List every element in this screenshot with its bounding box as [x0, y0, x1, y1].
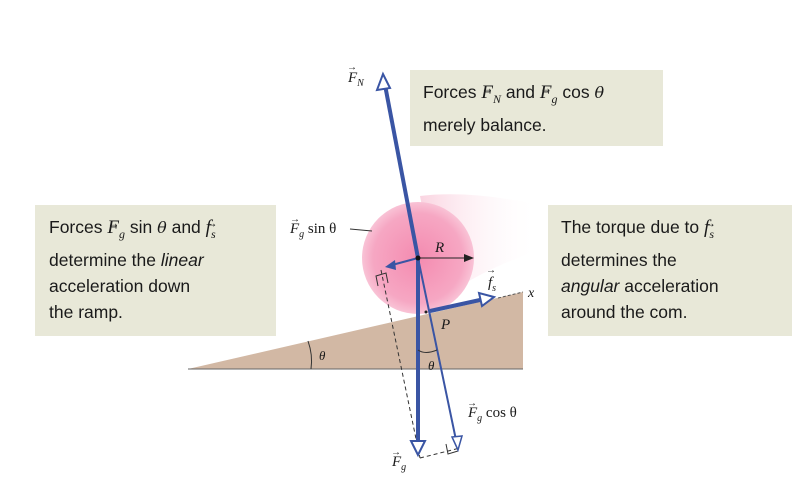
fs-arrow-shaft	[429, 298, 481, 313]
fs-label-arrow: →	[486, 265, 496, 276]
fn-label: FN	[347, 70, 365, 89]
fs-symbol: →fs	[704, 216, 716, 241]
note-top-line1: Forces →FN and →Fg cos θ	[423, 81, 605, 106]
fg-sin-label-arrow: →	[290, 214, 300, 225]
force-angle-arc	[417, 349, 438, 353]
fg-arrowhead	[409, 440, 427, 458]
fg-sin-arrowhead	[385, 260, 396, 270]
ramp	[188, 292, 523, 369]
fn-symbol: →FN	[481, 81, 501, 106]
fn-arrowhead	[375, 71, 392, 92]
fn-arrow-shaft	[383, 84, 420, 259]
fg-label-arrow: →	[391, 447, 401, 458]
fg-cos-arrowhead	[450, 435, 464, 453]
contact-point	[424, 310, 428, 314]
note-top-line2: merely balance.	[423, 114, 547, 135]
force-angle-label: θ	[428, 358, 435, 373]
note-right-line2: determines the	[561, 249, 677, 270]
note-right-line4: around the com.	[561, 301, 688, 322]
note-left-line3: acceleration down	[49, 275, 191, 296]
x-axis-line	[497, 291, 524, 299]
contact-point-label: P	[440, 317, 450, 333]
fs-label: fs	[488, 275, 496, 294]
fg-sin-arrow-shaft	[391, 257, 419, 266]
fg-symbol: →Fg	[539, 81, 558, 106]
fg-cos-label: Fg cos θ	[467, 405, 517, 424]
dashed-component-bottom	[419, 447, 461, 459]
right-angle-marker-lower	[445, 443, 459, 455]
fs-symbol: →fs	[205, 216, 218, 241]
fn-label-arrow: →	[347, 62, 357, 73]
ramp-angle-arc	[307, 340, 313, 370]
radius-arrowhead	[464, 254, 474, 262]
note-angular-acceleration: The torque due to →fs determines the ang…	[548, 205, 792, 336]
ramp-angle-label: θ	[319, 348, 326, 363]
note-left-line2: determine the linear	[49, 249, 204, 270]
note-right-line3: angular acceleration	[561, 275, 719, 296]
fg-symbol: →Fg	[107, 216, 125, 241]
fg-label: Fg	[391, 454, 406, 473]
fg-sin-leader	[349, 228, 373, 232]
fs-arrowhead	[477, 291, 497, 308]
fg-sin-label: Fg sin θ	[289, 221, 336, 240]
fg-cos-arrow-shaft	[417, 257, 457, 441]
note-linear-acceleration: Forces →Fg sin θ and →fs determine the l…	[35, 205, 276, 336]
center-of-mass	[415, 255, 421, 261]
note-normal-forces: Forces →FN and →Fg cos θ merely balance.	[410, 70, 663, 146]
radius-label: R	[434, 240, 444, 256]
note-left-line1: Forces →Fg sin θ and →fs	[49, 216, 218, 241]
note-left-line4: the ramp.	[49, 301, 123, 322]
note-right-line1: The torque due to →fs	[561, 216, 716, 241]
fg-cos-label-arrow: →	[467, 398, 477, 409]
right-angle-marker-upper	[375, 272, 389, 287]
x-axis-label: x	[527, 286, 535, 301]
